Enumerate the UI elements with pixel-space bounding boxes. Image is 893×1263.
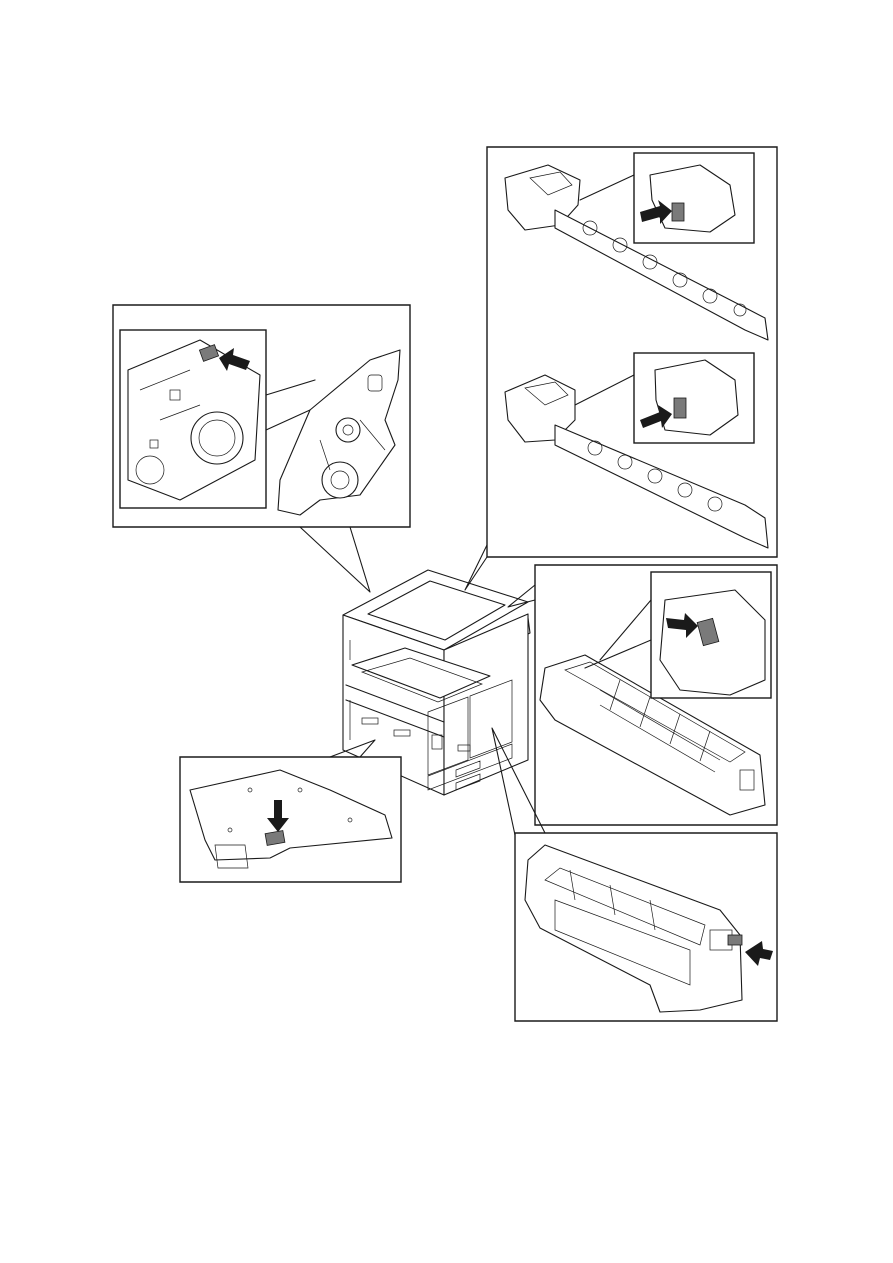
roller-assembly-panel [465, 147, 777, 590]
label-location-marker [265, 831, 285, 846]
label-location-marker [674, 398, 686, 418]
label-location-marker [728, 935, 742, 945]
label-location-marker [672, 203, 684, 221]
drive-unit-panel [113, 305, 410, 592]
fuser-unit-panel [508, 565, 777, 825]
laser-unit-panel [180, 740, 401, 882]
